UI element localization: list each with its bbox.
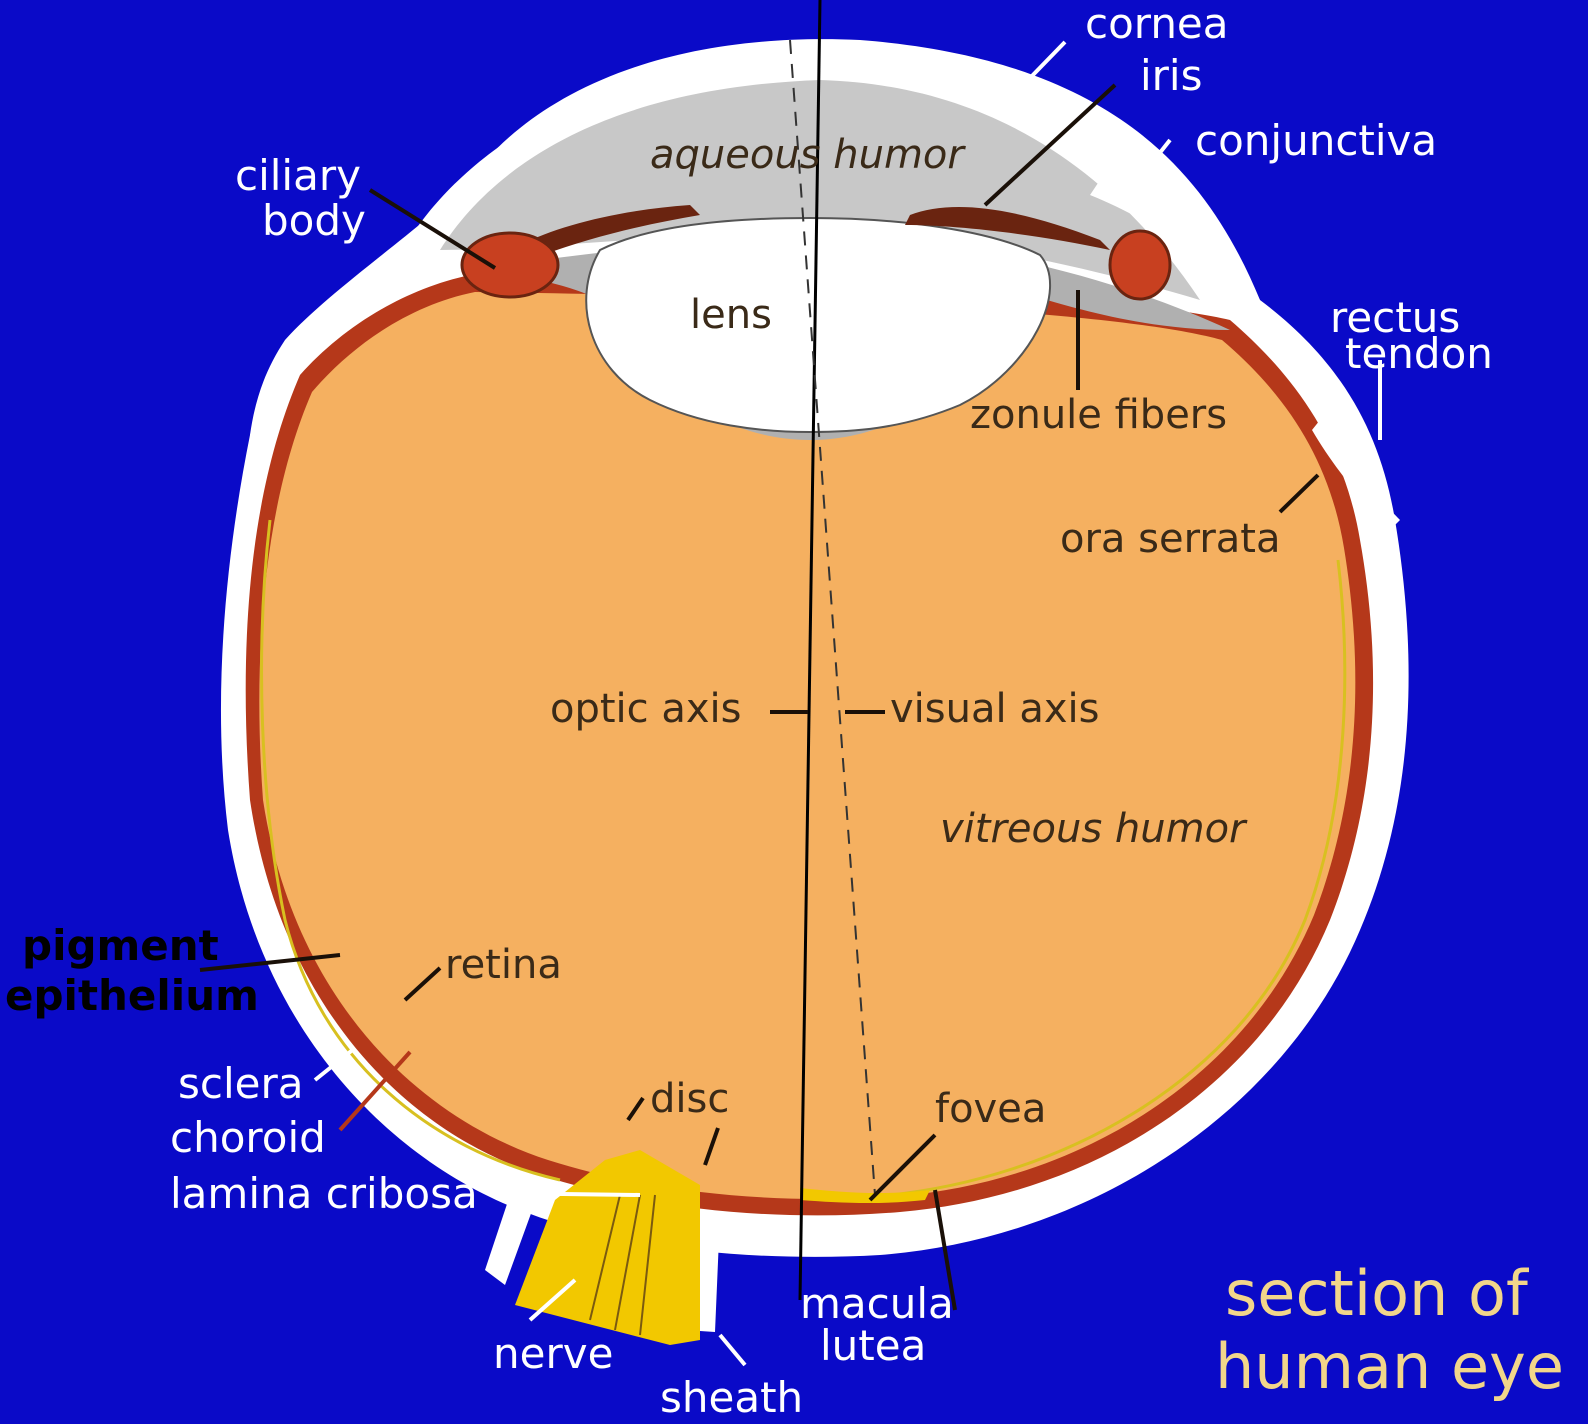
ciliary-body-right [1110,231,1170,299]
leader-lamina [490,1193,640,1195]
label-zonule-fibers: zonule fibers [970,392,1227,438]
label-sheath: sheath [660,1373,803,1422]
label-lamina-cribosa: lamina cribosa [170,1169,478,1218]
label-retina: retina [445,942,562,988]
label-epithelium: epithelium [5,971,259,1020]
label-nerve: nerve [493,1329,613,1378]
title-line-2: human eye [1215,1330,1564,1403]
label-cornea: cornea [1085,0,1229,48]
label-sclera: sclera [178,1059,304,1108]
label-vitreous-humor: vitreous humor [940,806,1248,852]
label-choroid: choroid [170,1113,326,1162]
label-ciliary-body: body [262,196,366,245]
ciliary-body-left [462,233,558,297]
label-disc: disc [650,1076,729,1122]
label-lutea: lutea [820,1321,926,1370]
label-lens: lens [690,292,772,338]
label-conjunctiva: conjunctiva [1195,116,1437,165]
label-iris: iris [1140,51,1203,100]
label-ciliary: ciliary [235,151,361,200]
label-tendon: tendon [1345,329,1493,378]
label-aqueous-humor: aqueous humor [650,132,966,178]
label-pigment: pigment [22,921,219,970]
label-optic-axis: optic axis [550,686,742,732]
label-ora-serrata: ora serrata [1060,516,1281,562]
label-visual-axis: visual axis [890,686,1099,732]
label-fovea: fovea [935,1086,1046,1132]
title-line-1: section of [1225,1257,1530,1330]
